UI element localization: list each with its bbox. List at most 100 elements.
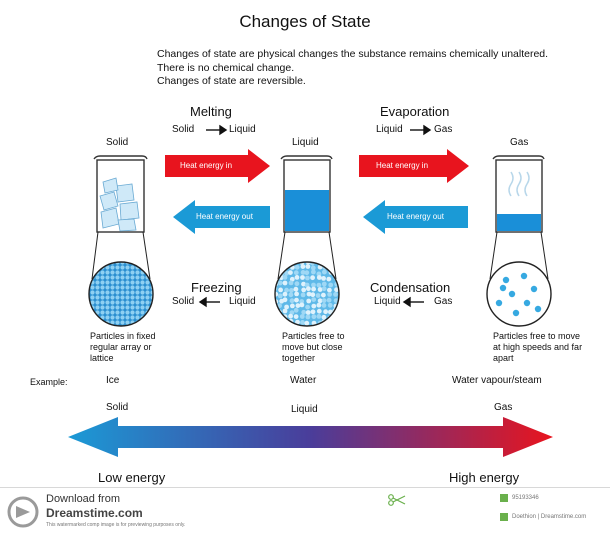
liquid-particle (305, 314, 311, 320)
changes-of-state-diagram (68, 124, 553, 457)
liquid-particle (284, 304, 289, 310)
melting-title: Melting (190, 104, 232, 119)
author-badge-icon (500, 513, 508, 521)
intro-line-3: Changes of state are reversible. (157, 75, 306, 87)
liquid-particle (306, 291, 312, 297)
low-energy-label: Low energy (98, 470, 166, 485)
freezing-to: Liquid (229, 296, 256, 307)
liquid-particle (289, 310, 295, 315)
liquid-particle (282, 280, 288, 286)
liquid-particle (311, 314, 317, 320)
scissors-icon (388, 494, 406, 506)
high-energy-label: High energy (449, 470, 520, 485)
liquid-particle (333, 314, 338, 320)
liquid-particle (316, 282, 322, 288)
liquid-particle (311, 303, 317, 309)
liquid-particle (278, 314, 283, 320)
melting-from: Solid (172, 124, 195, 135)
liquid-particle (289, 288, 294, 293)
liquid-particle (321, 314, 327, 320)
liquid-particle (277, 303, 282, 309)
id-badge-icon (500, 494, 508, 502)
particles-liquid (274, 261, 340, 327)
zoom-line (142, 231, 151, 280)
zoom-line (328, 231, 337, 280)
zoom-line (91, 231, 99, 280)
liquid-particle (282, 262, 288, 266)
example-gas: Water vapour/steam (452, 375, 542, 386)
liquid-particle (304, 270, 310, 276)
liquid-particle (316, 271, 322, 277)
energy-scale-arrow (68, 417, 553, 457)
liquid-particle (293, 270, 299, 276)
liquid-particle (299, 299, 305, 304)
liquid-particle (295, 303, 301, 308)
liquid-particle (317, 287, 323, 292)
liquid-particle (300, 270, 306, 275)
liquid-particle (305, 304, 310, 310)
gas-beaker-water (497, 214, 541, 231)
liquid-particle (294, 297, 299, 303)
steam-icon (508, 171, 530, 197)
liquid-particle (293, 286, 299, 292)
liquid-particle (316, 302, 322, 308)
liquid-particle (316, 275, 322, 280)
liquid-particle (275, 320, 279, 326)
liquid-particle (277, 293, 283, 299)
liquid-particle (288, 280, 294, 286)
liquid-particle (289, 276, 295, 282)
liquid-particle (332, 319, 338, 325)
liquid-particle (299, 314, 305, 319)
image-credit: Doethion | Dreamstime.com (512, 514, 587, 520)
zoom-line (489, 231, 498, 280)
liquid-particle (328, 282, 334, 288)
liquid-particle (327, 292, 332, 297)
liquid-particle (321, 286, 327, 292)
condensation-to: Gas (434, 296, 453, 307)
liquid-particle (311, 282, 316, 288)
heat-in-arrow-evaporation (359, 149, 469, 183)
liquid-particle (328, 262, 333, 264)
liquid-particle (293, 314, 299, 319)
liquid-particle (278, 287, 283, 293)
liquid-particle (328, 320, 334, 326)
liquid-particle (321, 276, 326, 281)
liquid-particle (304, 320, 310, 326)
melting-to: Liquid (229, 124, 256, 135)
liquid-particle (317, 298, 323, 304)
liquid-particle (288, 313, 293, 319)
state-label-solid: Solid (106, 137, 129, 148)
heat-out-label: Heat energy out (387, 212, 444, 221)
liquid-water (285, 190, 329, 231)
liquid-particle (326, 276, 332, 282)
condensation-from: Liquid (374, 296, 401, 307)
example-label: Example: (30, 377, 68, 387)
liquid-particle (284, 287, 289, 293)
description-solid: Particles in fixed regular array or latt… (90, 331, 156, 363)
liquid-particle (288, 292, 294, 298)
liquid-particle (300, 320, 305, 325)
liquid-particle (326, 297, 332, 303)
liquid-particle (327, 265, 333, 270)
beaker-liquid (280, 155, 333, 233)
liquid-particle (327, 302, 333, 308)
description-liquid: Particles free to move but close togethe… (282, 331, 345, 363)
liquid-particle (288, 270, 293, 275)
liquid-particle (305, 264, 311, 269)
liquid-particle (333, 298, 339, 303)
liquid-particle (305, 310, 311, 315)
liquid-particle (310, 292, 316, 298)
liquid-particle (288, 262, 294, 264)
liquid-particle (321, 303, 327, 308)
watermark-footer: Download from Dreamstime.com This waterm… (0, 487, 610, 534)
liquid-particle (282, 291, 288, 297)
beaker-gas (492, 155, 545, 233)
liquid-particle (306, 286, 311, 292)
condensation-title: Condensation (370, 280, 451, 295)
state-label-gas: Gas (510, 137, 529, 148)
liquid-particle (304, 282, 310, 288)
liquid-particle (322, 269, 327, 275)
liquid-particle (311, 297, 317, 302)
scale-gas: Gas (494, 402, 513, 413)
liquid-particle (327, 287, 332, 293)
